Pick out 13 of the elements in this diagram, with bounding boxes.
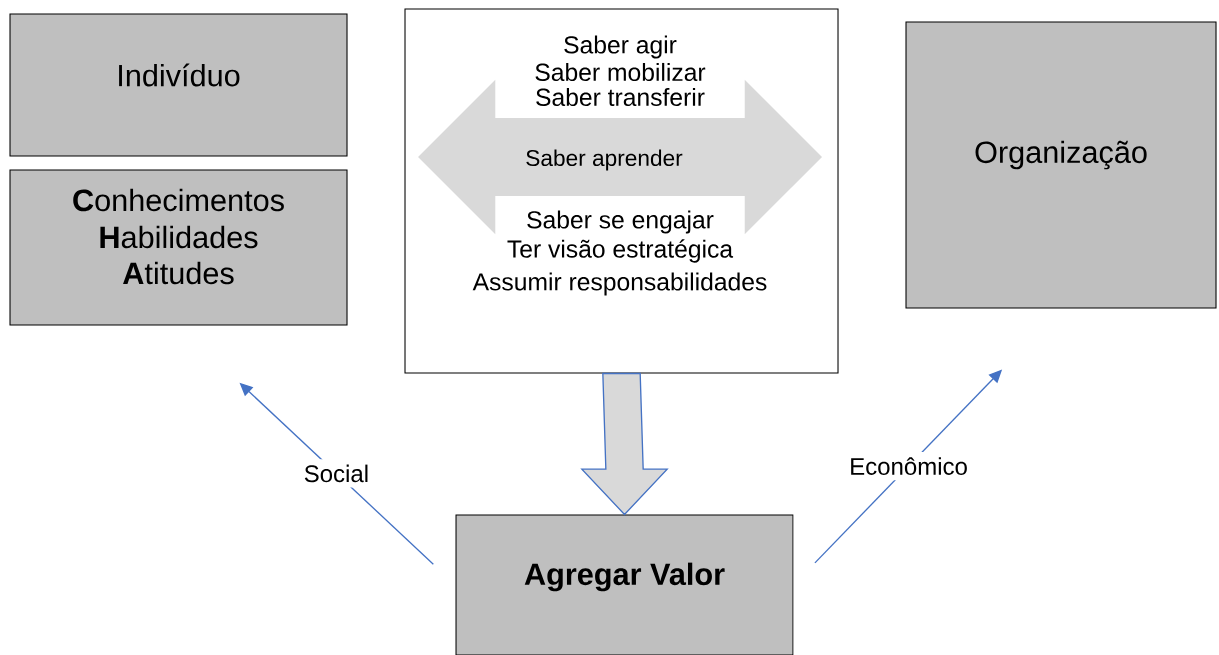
concept-box: Conhecimentos Habilidades Atitudes: [9, 169, 348, 326]
competency-text: Saber mobilizar: [535, 62, 706, 82]
competency-text: Saber transferir: [536, 87, 705, 107]
concept-box: Indivíduo: [9, 13, 348, 157]
result-box: Agregar Valor: [455, 514, 794, 655]
competency-text: Ter visão estratégica: [507, 239, 734, 263]
concept-box: Organização: [905, 21, 1217, 309]
competency-text: Assumir responsabilidades: [472, 272, 767, 296]
competency-text: Saber se engajar: [527, 210, 714, 234]
competency-text: Saber agir: [564, 35, 677, 59]
block-arrow: [580, 372, 669, 516]
edge-label: Social: [298, 459, 375, 488]
edge-label: Econômico: [843, 451, 974, 481]
